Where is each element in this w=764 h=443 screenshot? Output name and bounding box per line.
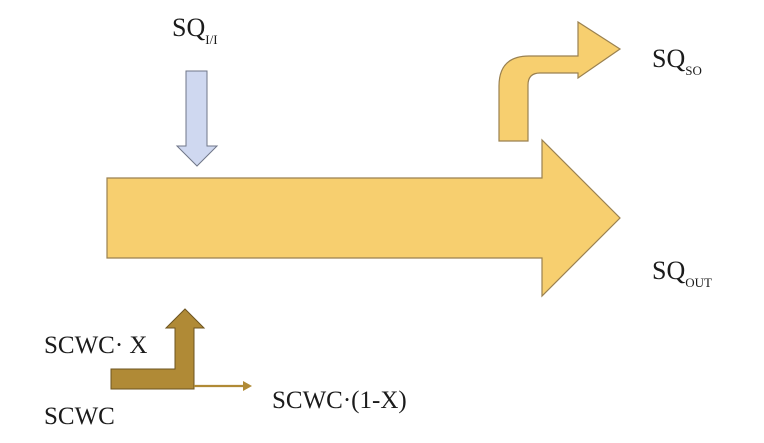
side-overflow-arrow <box>498 20 622 142</box>
label-sq-out-main: SQ <box>652 256 685 285</box>
label-sq-out-sub: OUT <box>685 275 712 290</box>
label-sq-so-main: SQ <box>652 44 685 73</box>
sludge-split-arrow <box>110 308 206 390</box>
label-scwc: SCWC <box>44 403 115 430</box>
label-scwc-x: SCWC· X <box>44 332 147 359</box>
label-sq-ii-sub: I/I <box>205 32 217 47</box>
label-sq-so: SQSO <box>652 44 702 78</box>
label-sq-ii-main: SQ <box>172 13 205 42</box>
label-sq-out: SQOUT <box>652 256 712 290</box>
label-scwc-1mx: SCWC·(1-X) <box>272 387 407 414</box>
inflow-down-arrow <box>175 70 219 167</box>
label-sq-so-sub: SO <box>685 63 702 78</box>
sludge-branch-arrow <box>194 381 252 391</box>
label-sq-ii: SQI/I <box>172 13 218 47</box>
main-flow-arrow <box>106 138 621 298</box>
